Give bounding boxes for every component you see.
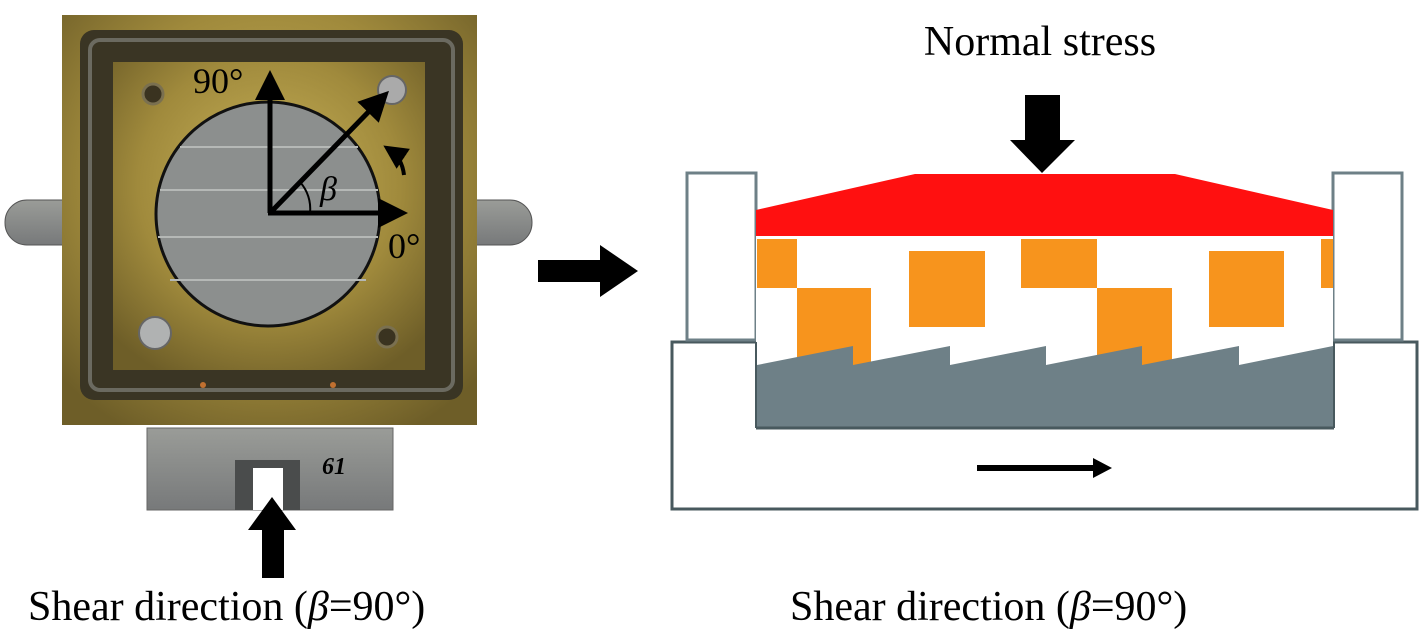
screw-hole-top-left: [141, 82, 165, 106]
screw-bottom-left: [138, 316, 172, 350]
upper-box-post-left: [685, 171, 758, 342]
pin-hole: [330, 382, 336, 388]
loading-plate-red: [756, 174, 1333, 236]
beta-angle-arc-icon: [299, 181, 312, 214]
normal-stress-label: Normal stress: [924, 19, 1156, 65]
rotation-arrow-icon: [383, 145, 410, 176]
sawtooth-joint-surface: [757, 346, 1333, 427]
inner-frame-rim: [88, 38, 455, 392]
upper-box-post-right: [1331, 171, 1404, 342]
sample-marking: 61: [322, 454, 346, 480]
shear-box-photo: 61 90° 0° β: [4, 15, 533, 578]
screw-hole-bottom-right: [375, 325, 399, 349]
label-beta: β: [319, 171, 337, 208]
shear-direction-arrow-icon: [248, 497, 296, 578]
orange-block: [909, 251, 985, 327]
pin-hole: [200, 382, 206, 388]
caption-left: Shear direction (β=90°): [28, 584, 425, 630]
orange-block: [757, 239, 797, 288]
label-0-degrees: 0°: [388, 226, 420, 266]
axis-beta-arrow: [268, 90, 389, 215]
orange-blocks: [757, 239, 1333, 365]
transition-arrow-icon: [538, 245, 638, 297]
label-90-degrees: 90°: [193, 61, 243, 101]
caption-right: Shear direction (β=90°): [790, 584, 1187, 630]
orange-block: [1321, 239, 1333, 288]
shear-motion-arrow-icon: [977, 458, 1112, 478]
orange-block: [1021, 239, 1097, 288]
shear-schematic: Normal stress: [670, 19, 1419, 511]
orange-block: [1209, 251, 1284, 327]
normal-stress-arrow-icon: [1010, 95, 1075, 173]
